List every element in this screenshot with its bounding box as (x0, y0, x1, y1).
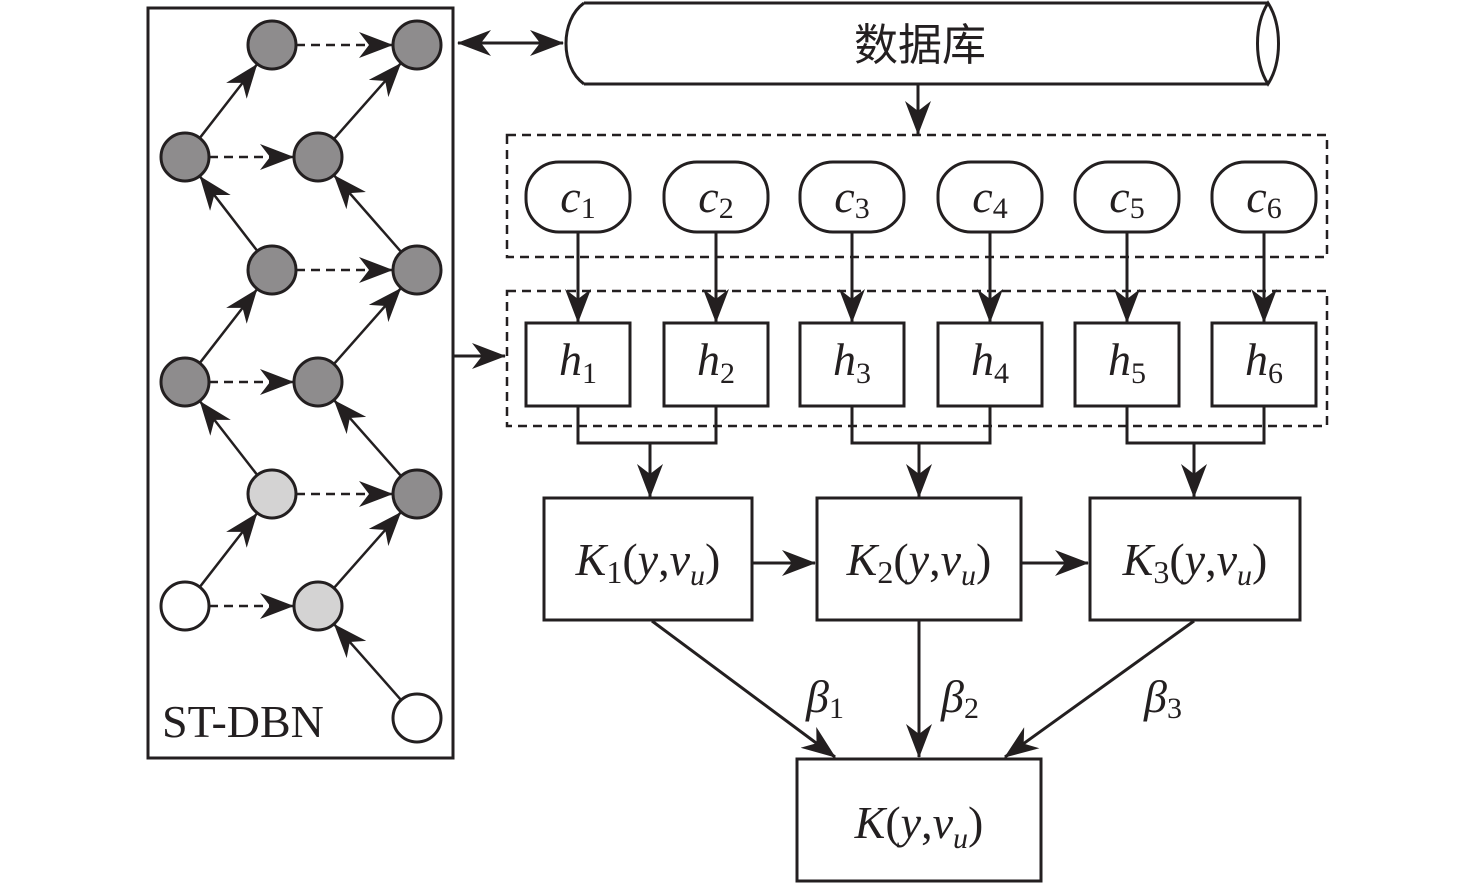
beta-weight-label: β2 (940, 671, 979, 725)
stdbn-node-dark (159, 131, 211, 183)
stdbn-edge-solid (332, 511, 402, 589)
h-node-label: h3 (833, 334, 871, 390)
h-node-label: h2 (697, 334, 735, 390)
c-node: c3 (798, 160, 906, 234)
stdbn-node-dark (159, 356, 211, 408)
h-pair-merge-line (576, 406, 718, 445)
h-node: h3 (798, 321, 906, 408)
beta-weights: β1 β2 β3 (805, 671, 1182, 725)
stdbn-node-dark (391, 468, 443, 520)
stdbn-node-dark (292, 356, 344, 408)
stdbn-node-white (391, 692, 443, 744)
stdbn-nodes (159, 19, 443, 744)
database-cylinder: 数据库 (564, 0, 1280, 87)
h-pair-merge-line (1125, 406, 1266, 445)
c-node-label: c6 (1246, 171, 1281, 225)
c-node: c4 (936, 160, 1044, 234)
stdbn-edge-solid (199, 400, 259, 476)
h-node: h6 (1210, 321, 1318, 408)
c-node: c1 (524, 160, 632, 234)
h-node-label: h5 (1108, 334, 1146, 390)
h-nodes: h1 h2 h3 h4 h5 h6 (524, 321, 1318, 408)
stdbn-edge-solid (333, 623, 403, 701)
stdbn-edge-solid (332, 62, 402, 140)
k1-to-k-arrow (651, 619, 836, 759)
k3-to-k-arrow (1004, 619, 1195, 759)
stdbn-edge-solid (198, 288, 258, 364)
k-node-label: K3(y,vu) (1122, 534, 1268, 592)
h-node-label: h4 (971, 334, 1009, 390)
h-pair-merge-line (850, 406, 992, 445)
beta-weight-label: β1 (805, 671, 844, 725)
h-node: h1 (524, 321, 632, 408)
c-node-label: c1 (560, 171, 595, 225)
stdbn-node-dark (391, 19, 443, 71)
stdbn-node-light (292, 580, 344, 632)
k-node: K3(y,vu) (1088, 496, 1302, 622)
k-final-label: K(y,vu) (854, 797, 984, 855)
c-node: c6 (1210, 160, 1318, 234)
stdbn-node-dark (246, 19, 298, 71)
h-node: h4 (936, 321, 1044, 408)
stdbn-edge-solid (198, 512, 258, 588)
stdbn-edge-solid (332, 287, 402, 365)
k-nodes: K1(y,vu) K2(y,vu) K3(y,vu) (542, 496, 1302, 622)
stdbn-node-dark (246, 244, 298, 296)
k-node-label: K2(y,vu) (846, 534, 992, 592)
c-group-dashed-box (505, 133, 1329, 259)
stdbn-edge-solid (199, 176, 259, 252)
stdbn-panel: ST-DBN (146, 6, 455, 760)
stdbn-edge-solid (198, 63, 258, 139)
stdbn-edge-solid (333, 399, 403, 477)
database-label: 数据库 (854, 20, 986, 71)
stdbn-node-dark (292, 131, 344, 183)
stdbn-node-light (246, 468, 298, 520)
beta-weight-label: β3 (1143, 671, 1182, 725)
k-node: K1(y,vu) (542, 496, 754, 622)
stdbn-edge-solid (333, 174, 403, 253)
c-node-label: c4 (972, 171, 1007, 225)
h-node-label: h1 (559, 334, 597, 390)
k-node: K2(y,vu) (815, 496, 1023, 622)
h-merge-connectors (576, 406, 1266, 498)
stdbn-edges (198, 32, 403, 701)
c-node: c2 (662, 160, 770, 234)
c-nodes: c1 c2 c3 c4 c5 c6 (524, 160, 1318, 323)
h-node-label: h6 (1245, 334, 1283, 390)
c-node-label: c2 (698, 171, 733, 225)
h-group-dashed-box (505, 289, 1329, 428)
stdbn-node-dark (391, 244, 443, 296)
stdbn-label: ST-DBN (162, 696, 324, 747)
h-node: h5 (1073, 321, 1181, 408)
c-node-label: c5 (1109, 171, 1144, 225)
k-final-box: K(y,vu) (795, 757, 1043, 883)
k-node-label: K1(y,vu) (575, 534, 721, 592)
c-node-label: c3 (834, 171, 869, 225)
stdbn-node-white (159, 580, 211, 632)
h-node: h2 (662, 321, 770, 408)
c-node: c5 (1073, 160, 1181, 234)
